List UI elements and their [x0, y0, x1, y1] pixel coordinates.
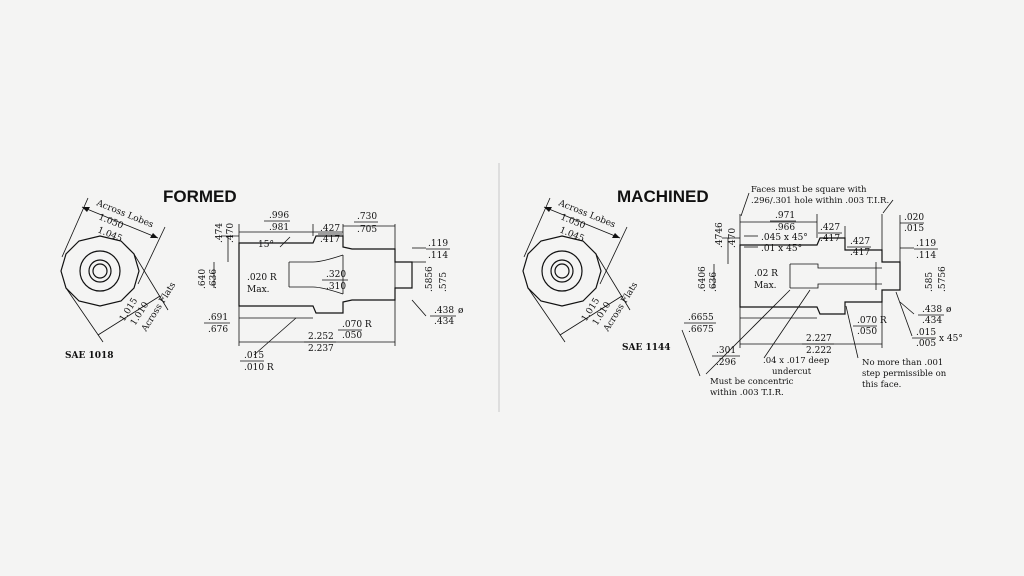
formed-angle: 15°: [258, 240, 274, 250]
formed-dim-640: .640: [198, 269, 208, 289]
machined-r070: .070 R: [857, 316, 887, 326]
formed-dim-730: .730: [357, 212, 377, 222]
machined-dim-119: .119: [916, 239, 936, 249]
machined-dim-427a: .427: [820, 223, 840, 233]
formed-dim-676: .676: [208, 325, 228, 335]
machined-dim-417b: .417: [850, 248, 870, 258]
machined-panel: MACHINED Faces must be square with .296/…: [522, 185, 963, 398]
machined-r02: .02 R: [754, 269, 778, 279]
formed-r070: .070 R: [342, 320, 372, 330]
formed-dim-434: .434: [434, 317, 454, 327]
formed-lobes-dim-line: [81, 206, 159, 239]
formed-dim-981: .981: [269, 223, 289, 233]
formed-side-view: .996 .981 .427 .417 .730 .705 .474 .470 …: [198, 211, 464, 373]
formed-dim-119: .119: [428, 239, 448, 249]
formed-dim-2237: 2.237: [308, 344, 334, 354]
machined-end-view: Across Lobes 1.050 1.045 1.015 1.010 Acr…: [522, 197, 671, 353]
machined-dim-296: .296: [716, 358, 736, 368]
machined-dim-2227: 2.227: [806, 334, 832, 344]
formed-dim-310: .310: [326, 282, 346, 292]
machined-inner-bore: [554, 263, 570, 279]
machined-dim-114: .114: [916, 251, 936, 261]
machined-dia-symbol: ø: [946, 305, 952, 315]
machined-note-undercut-2: undercut: [772, 367, 812, 377]
machined-ch01: .01 x 45°: [761, 244, 802, 254]
machined-dim-585: .585: [925, 272, 935, 292]
formed-dim-320: .320: [326, 270, 346, 280]
machined-max: Max.: [754, 281, 777, 291]
formed-dim-691: .691: [208, 313, 228, 323]
formed-dim-705: .705: [357, 225, 377, 235]
machined-note-concentric-2: within .003 T.I.R.: [710, 388, 784, 398]
machined-dim-4746: .4746: [715, 222, 725, 248]
machined-dim-015: .015: [904, 224, 924, 234]
machined-ch045: .045 x 45°: [761, 233, 808, 243]
formed-dim-575: .575: [439, 272, 449, 292]
machined-material: SAE 1144: [622, 343, 671, 353]
formed-r050: .050: [342, 331, 362, 341]
formed-flats-dim-line: [97, 295, 161, 336]
machined-ch015x: x 45°: [939, 334, 963, 344]
formed-end-view: Across Lobes 1.050 1.045 1.015 1.010 Acr…: [60, 197, 178, 361]
formed-heading: FORMED: [163, 187, 237, 206]
formed-dim-5856: .5856: [425, 266, 435, 292]
formed-material: SAE 1018: [65, 351, 114, 361]
machined-note-step-3: this face.: [862, 380, 901, 390]
machined-note-step-1: No more than .001: [862, 358, 943, 368]
formed-dim-427: .427: [320, 224, 340, 234]
machined-dim-434: .434: [922, 316, 942, 326]
machined-side-view: .971 .966 .045 x 45° .01 x 45° .427 .417…: [681, 211, 963, 377]
machined-dim-417a: .417: [820, 234, 840, 244]
formed-dim-470: .470: [226, 223, 236, 243]
formed-dim-417: .417: [320, 235, 340, 245]
formed-dia-symbol: ø: [458, 306, 464, 316]
machined-note-faces-2: .296/.301 hole within .003 T.I.R.: [751, 196, 889, 206]
machined-note-step-2: step permissible on: [862, 369, 947, 379]
formed-dim-636: .636: [209, 269, 219, 289]
machined-dim-636: .636: [709, 272, 719, 292]
formed-dim-996: .996: [269, 211, 289, 221]
machined-dim-5756: .5756: [938, 266, 948, 292]
machined-profile-outline: [739, 237, 901, 315]
machined-flats-dim-line: [559, 295, 623, 336]
formed-max: Max.: [247, 285, 270, 295]
machined-r050: .050: [857, 327, 877, 337]
formed-r015: .015: [244, 351, 264, 361]
machined-note-faces-1: Faces must be square with: [751, 185, 867, 195]
machined-dim-966: .966: [775, 223, 795, 233]
machined-dim-6655: .6655: [688, 313, 714, 323]
machined-lobes-dim-line: [543, 206, 621, 239]
formed-r020: .020 R: [247, 273, 277, 283]
machined-ch015a: .015: [916, 328, 936, 338]
formed-dim-438: .438: [434, 306, 454, 316]
formed-dim-114: .114: [428, 251, 448, 261]
machined-dim-427b: .427: [850, 237, 870, 247]
machined-dim-470: .470: [728, 228, 738, 248]
machined-dim-438: .438: [922, 305, 942, 315]
formed-panel: FORMED Across Lobes 1.050 1.045 1.015 1.…: [60, 187, 464, 373]
formed-dim-2252: 2.252: [308, 332, 334, 342]
formed-r010: .010 R: [244, 363, 274, 373]
machined-dim-6675: .6675: [688, 325, 714, 335]
machined-dim-971: .971: [775, 211, 795, 221]
machined-note-undercut-1: .04 x .017 deep: [763, 356, 830, 366]
machined-note-concentric-1: Must be concentric: [710, 377, 794, 387]
machined-dim-6406: .6406: [698, 266, 708, 292]
formed-inner-bore: [92, 263, 108, 279]
machined-ch015b: .005: [916, 339, 936, 349]
machined-dim-2222: 2.222: [806, 346, 832, 356]
machined-dim-301: .301: [716, 346, 736, 356]
machined-heading: MACHINED: [617, 187, 709, 206]
machined-dim-020: .020: [904, 213, 924, 223]
formed-dim-474: .474: [215, 223, 225, 243]
